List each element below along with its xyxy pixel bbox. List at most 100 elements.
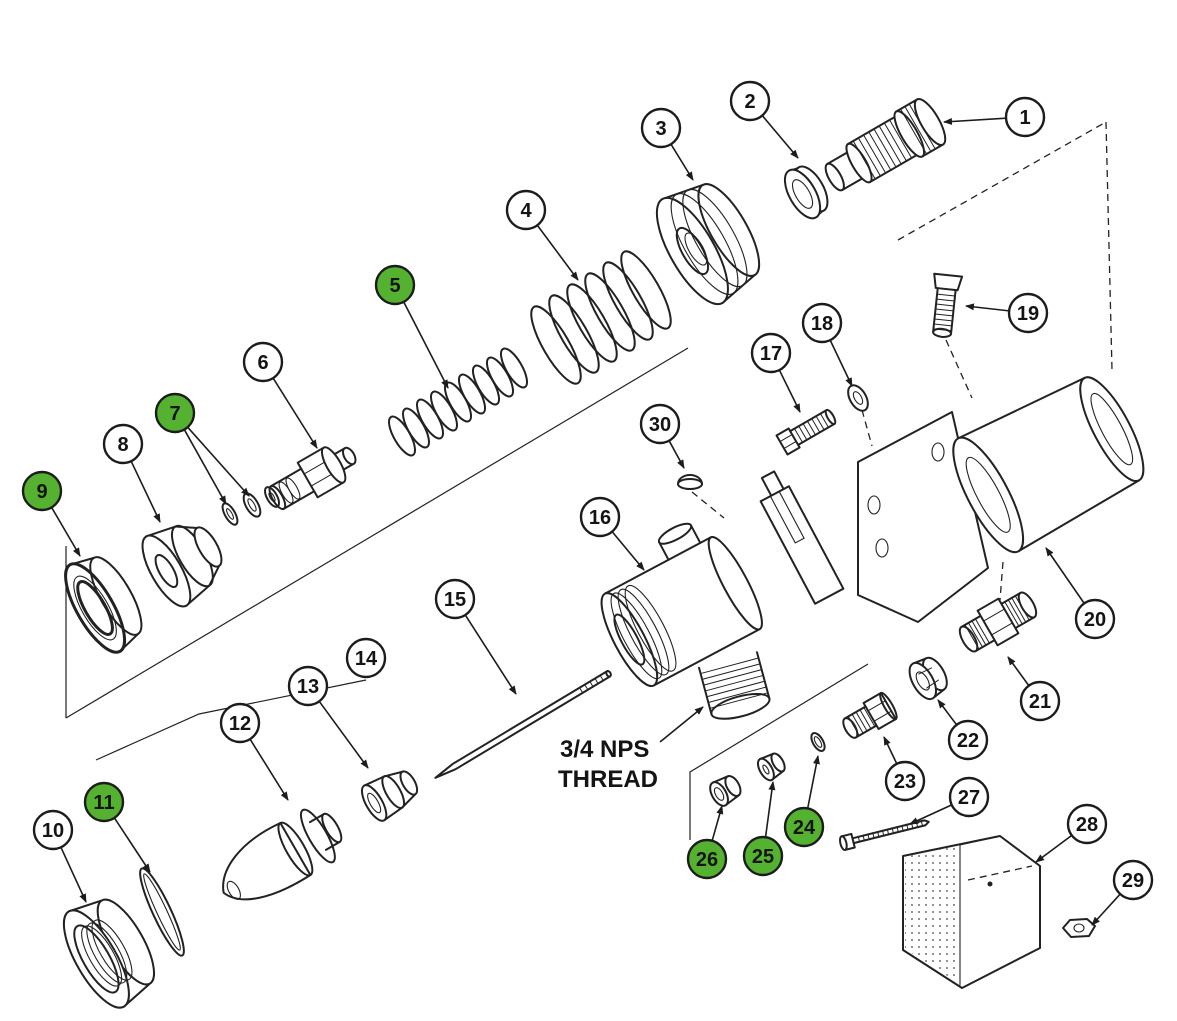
callout-circle-highlighted [83,781,125,823]
callout-25: 25 [742,835,784,877]
callout-circle [750,332,792,374]
callout-23: 23 [884,760,926,802]
callout-circle [345,637,387,679]
parts-artwork [62,98,1145,1009]
leader-line-20 [1045,547,1085,604]
callout-circle [639,403,681,445]
part-17-bolt [775,408,837,456]
leader-line-29 [1091,893,1121,926]
thread-label-group: 3/4 NPS THREAD [558,706,704,793]
callout-14: 14 [345,637,387,679]
leader-line-23 [883,736,898,765]
leader-line-1 [943,117,1007,126]
callout-10: 10 [32,809,74,851]
callout-number: 3 [655,118,666,140]
callout-number: 15 [444,589,466,611]
callout-number: 30 [649,414,671,436]
callout-number: 23 [894,771,916,793]
callout-number: 26 [696,849,718,871]
leader-line-7 [183,429,227,505]
callout-circle-highlighted [374,264,416,306]
callout-circle [434,578,476,620]
callout-27: 27 [948,776,990,818]
leader-line-25 [764,781,776,838]
part-21-hex-nipple [958,591,1038,653]
callout-20: 20 [1074,598,1116,640]
callout-6: 6 [242,341,284,383]
callout-circle [1019,680,1061,722]
leader-line-10 [60,846,87,903]
callout-number: 18 [811,313,833,335]
leader-line-7 [187,426,250,497]
callout-circle [884,760,926,802]
callout-number: 14 [355,648,378,670]
callout-11: 11 [83,781,125,823]
callout-number: 9 [36,481,47,503]
part-1-air-connector [824,98,947,192]
callout-number: 19 [1017,303,1039,325]
callout-circle [32,809,74,851]
callout-circle [640,107,682,149]
callout-17: 17 [750,332,792,374]
part-6-valve-stem [268,446,357,511]
callout-circle [1066,803,1108,845]
part-3-retaining-nut [655,183,761,306]
leader-line-12 [249,738,289,801]
callout-number: 22 [957,730,979,752]
callout-number: 11 [93,792,114,814]
callout-number: 21 [1029,691,1051,713]
callout-30: 30 [639,403,681,445]
leader-line-4 [536,224,579,281]
callout-24: 24 [783,806,825,848]
part-4-spring-large [530,250,672,385]
part-13-bushing [360,770,419,822]
part-22-hex-nut [908,656,948,701]
part-18-lock-washer [847,384,869,412]
part-28-mounting-bracket [902,835,1041,989]
callout-circle [579,496,621,538]
leader-line-9 [50,506,81,557]
callout-circle [242,341,284,383]
callout-circle-highlighted [686,838,728,880]
callout-number: 4 [520,200,532,222]
callout-circle [1004,96,1046,138]
callout-circle-highlighted [154,392,196,434]
callout-circle [219,702,261,744]
callout-9: 9 [21,470,63,512]
leader-line-18 [829,339,853,387]
leader-line-8 [130,460,161,523]
callout-16: 16 [579,496,621,538]
callout-number: 16 [589,507,611,529]
callout-18: 18 [801,302,843,344]
leader-line-24 [806,755,820,809]
leader-line-16 [611,531,645,571]
callout-circle [947,719,989,761]
part-12-nozzle [222,808,343,901]
part-26-bushing-small [709,775,742,807]
callout-12: 12 [219,702,261,744]
callout-circle [287,665,329,707]
callout-19: 19 [1007,292,1049,334]
callout-number: 25 [752,846,774,868]
thread-label-arrow [659,706,704,743]
callout-circle [1074,598,1116,640]
leader-line-30 [668,440,685,469]
callout-1: 1 [1004,96,1046,138]
leader-line-6 [272,377,318,449]
callout-circle [1007,292,1049,334]
callout-8: 8 [102,423,144,465]
part-30-cap [677,474,703,490]
part-11-o-ring [139,867,185,957]
callout-15: 15 [434,578,476,620]
thread-label: 3/4 NPS THREAD [558,736,658,793]
callout-circle [1112,859,1154,901]
callout-26: 26 [686,838,728,880]
callout-28: 28 [1066,803,1108,845]
callout-4: 4 [505,189,547,231]
callout-number: 29 [1122,870,1144,892]
callout-7: 7 [154,392,196,434]
leader-line-22 [937,699,958,726]
leader-line-19 [965,303,1010,312]
